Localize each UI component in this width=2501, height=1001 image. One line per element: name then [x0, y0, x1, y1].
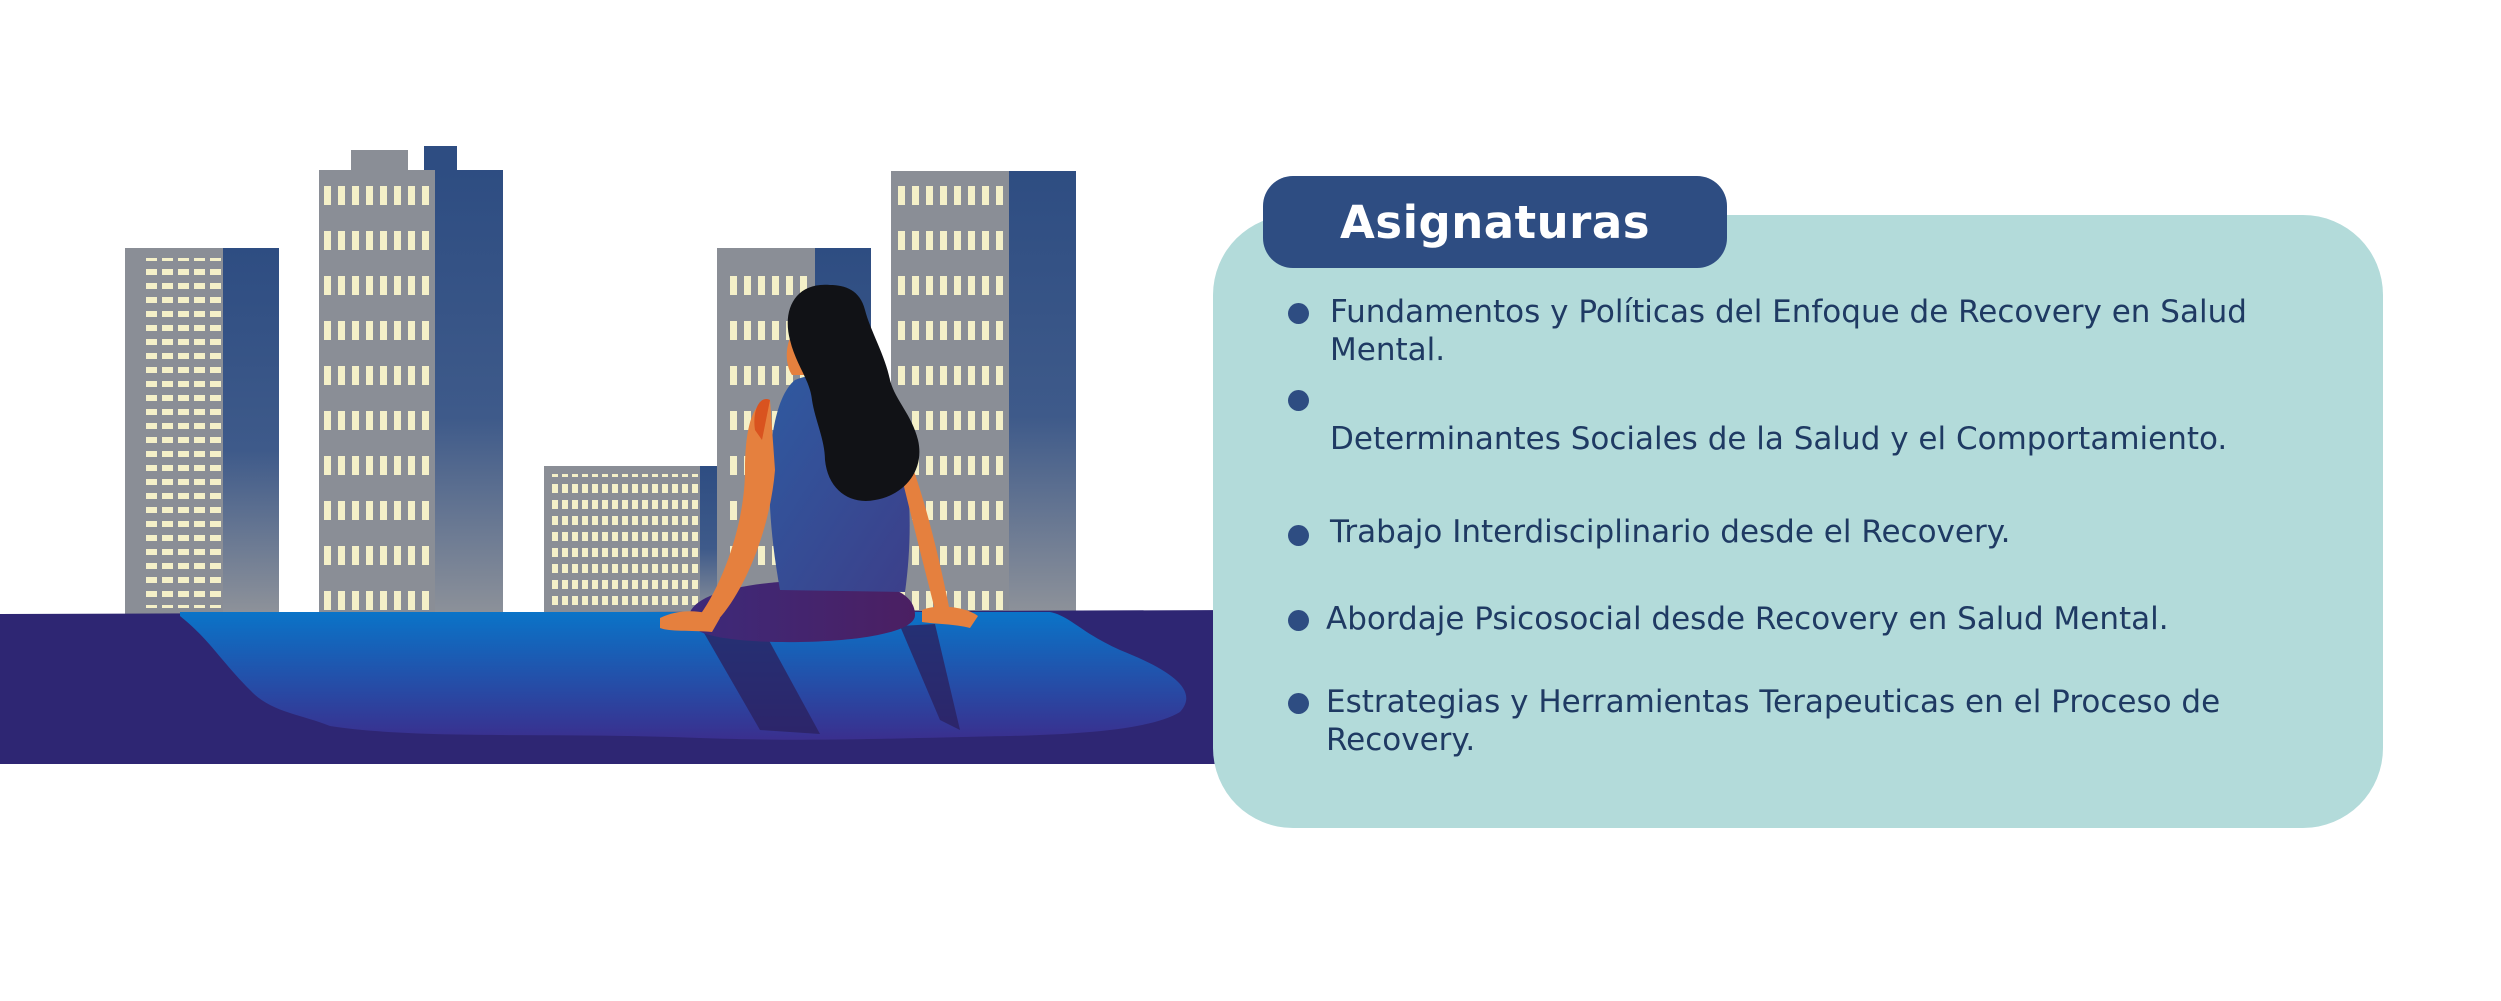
list-item-text: Abordaje Psicosocial desde Recovery en S… [1326, 601, 2169, 637]
list-item-text: Determinantes Sociales de la Salud y el … [1330, 421, 2228, 457]
subjects-card [1213, 215, 2383, 828]
woman-figure [660, 284, 978, 734]
bullet-icon [1288, 693, 1309, 714]
city-illustration [0, 146, 1240, 764]
list-item-text: Trabajo Interdisciplinario desde el Reco… [1330, 514, 2011, 550]
bullet-icon [1288, 610, 1309, 631]
subjects-title: Asignaturas [1339, 195, 1651, 249]
subjects-title-tab: Asignaturas [1263, 176, 1727, 268]
water [180, 612, 1187, 740]
list-item-text: Fundamentos y Políticas del Enfoque de R… [1330, 294, 2247, 368]
building-right [891, 171, 1076, 617]
bullet-icon [1288, 525, 1309, 546]
building-short [544, 466, 724, 616]
building-tall-left [319, 146, 503, 620]
list-item-text: Estrategias y Herramientas Terapeuticas … [1326, 684, 2221, 758]
building-left [125, 248, 279, 616]
bullet-icon [1288, 303, 1309, 324]
bullet-icon [1288, 390, 1309, 411]
